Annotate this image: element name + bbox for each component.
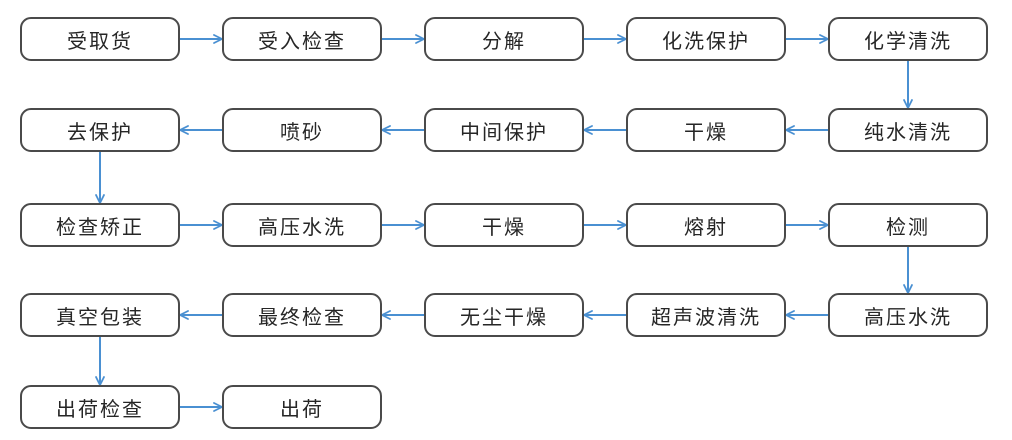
flow-node-incoming-inspection: 受入检查 [222, 17, 382, 61]
flow-node-ultrasonic-cleaning: 超声波清洗 [626, 293, 786, 337]
flow-node-drying-1: 干燥 [626, 108, 786, 152]
flow-node-pre-clean-masking: 化洗保护 [626, 17, 786, 61]
flow-node-chemical-cleaning: 化学清洗 [828, 17, 988, 61]
flow-node-high-pressure-wash-2: 高压水洗 [828, 293, 988, 337]
flow-node-inspect-straighten: 检查矫正 [20, 203, 180, 247]
flow-node-sandblasting: 喷砂 [222, 108, 382, 152]
flow-node-dust-free-drying: 无尘干燥 [424, 293, 584, 337]
flow-node-disassembly: 分解 [424, 17, 584, 61]
flow-node-pure-water-cleaning: 纯水清洗 [828, 108, 988, 152]
flow-node-remove-masking: 去保护 [20, 108, 180, 152]
flow-node-receive-goods: 受取货 [20, 17, 180, 61]
flow-node-thermal-spraying: 熔射 [626, 203, 786, 247]
flow-node-shipping: 出荷 [222, 385, 382, 429]
flow-node-intermediate-masking: 中间保护 [424, 108, 584, 152]
flow-node-vacuum-packing: 真空包装 [20, 293, 180, 337]
flow-node-drying-2: 干燥 [424, 203, 584, 247]
flow-node-final-inspection: 最终检查 [222, 293, 382, 337]
flow-node-shipping-inspection: 出荷检查 [20, 385, 180, 429]
flow-node-high-pressure-wash-1: 高压水洗 [222, 203, 382, 247]
flow-node-inspection: 检测 [828, 203, 988, 247]
